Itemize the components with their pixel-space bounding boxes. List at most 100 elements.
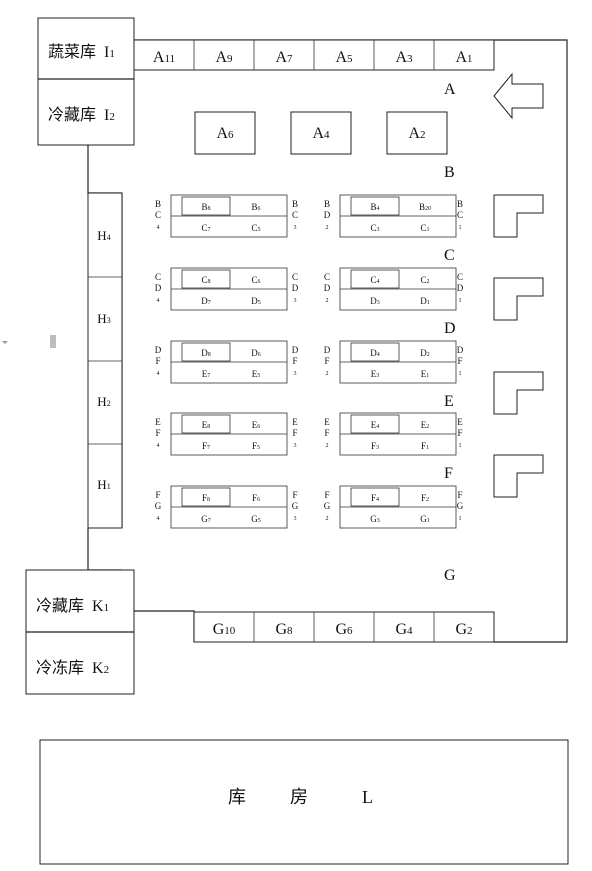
arrow-left-icon	[493, 72, 544, 120]
bay-label-g8: G8	[275, 621, 293, 638]
shelf-label-d8: D8	[201, 348, 211, 358]
a-blocks	[194, 111, 448, 155]
bay-label-a3: A3	[395, 49, 413, 66]
shelf-label-f2: F2	[421, 493, 429, 503]
shelf-label-f3: F3	[371, 441, 379, 451]
bay-label-a1: A1	[455, 49, 472, 66]
bay-label-a9: A9	[215, 49, 233, 66]
shelf-label-d7: D7	[201, 296, 211, 306]
l-shape-door-icon	[493, 194, 544, 238]
block-label-a6: A6	[216, 125, 234, 142]
l-shape-door-icon	[493, 277, 544, 321]
h-label-4: H4	[97, 228, 110, 243]
block-label-a4: A4	[312, 125, 330, 142]
l-shape-door-icon	[493, 454, 544, 498]
shelf-label-c5: C5	[251, 223, 260, 233]
shelf-label-b4: B4	[370, 202, 379, 212]
aisle-letter-g: G	[444, 567, 456, 584]
shelf-label-f8: F8	[202, 493, 210, 503]
l-shape-door-icon	[493, 371, 544, 415]
shelf-label-f5: F5	[252, 441, 260, 451]
shelf-label-b8: B8	[201, 202, 210, 212]
warehouse-l-char2: 房	[290, 787, 308, 808]
bay-label-a7: A7	[275, 49, 293, 66]
shelf-label-g5: G5	[251, 514, 261, 524]
edge-mark	[50, 335, 56, 348]
shelf-label-f1: F1	[421, 441, 429, 451]
h-label-2: H2	[97, 394, 110, 409]
shelf-label-f6: F6	[252, 493, 260, 503]
room-i	[37, 17, 135, 146]
shelf-label-e2: E2	[421, 420, 430, 430]
shelf-label-c3: C3	[370, 223, 379, 233]
aisle-letter-c: C	[444, 247, 455, 264]
aisle-letter-a: A	[444, 81, 456, 98]
h-column	[87, 192, 123, 529]
bay-label-a11: A11	[153, 49, 175, 66]
shelf-label-g3: G3	[370, 514, 380, 524]
bottom-row-bays	[193, 611, 495, 643]
shelf-label-c1: C1	[420, 223, 429, 233]
bay-label-a5: A5	[335, 49, 353, 66]
warehouse-l-code: L	[362, 787, 373, 807]
top-row-labels: A11 A9 A7 A5 A3 A1	[153, 49, 473, 66]
top-row-bays	[133, 39, 495, 71]
shelf-label-c7: C7	[201, 223, 210, 233]
warehouse-l	[39, 739, 569, 865]
shelf-label-b20: B20	[419, 202, 431, 212]
aisle-letter-f: F	[444, 465, 453, 482]
warehouse-l-char1: 库	[228, 787, 246, 808]
shelf-label-d1: D1	[420, 296, 430, 306]
h-label-1: H1	[97, 477, 110, 492]
bay-label-g10: G10	[213, 621, 236, 638]
shelf-label-g7: G7	[201, 514, 211, 524]
doors	[493, 194, 544, 498]
shelf-label-g1: G1	[420, 514, 430, 524]
shelf-label-d2: D2	[420, 348, 430, 358]
aisle-letter-b: B	[444, 164, 455, 181]
shelf-label-e5: E5	[252, 369, 261, 379]
aisle-letter-e: E	[444, 393, 454, 410]
shelf-label-f4: F4	[371, 493, 379, 503]
shelf-label-e4: E4	[371, 420, 380, 430]
bay-label-g6: G6	[335, 621, 353, 638]
shelf-label-c6: C6	[251, 275, 260, 285]
h-label-3: H3	[97, 311, 110, 326]
shelf-label-d5: D5	[251, 296, 261, 306]
